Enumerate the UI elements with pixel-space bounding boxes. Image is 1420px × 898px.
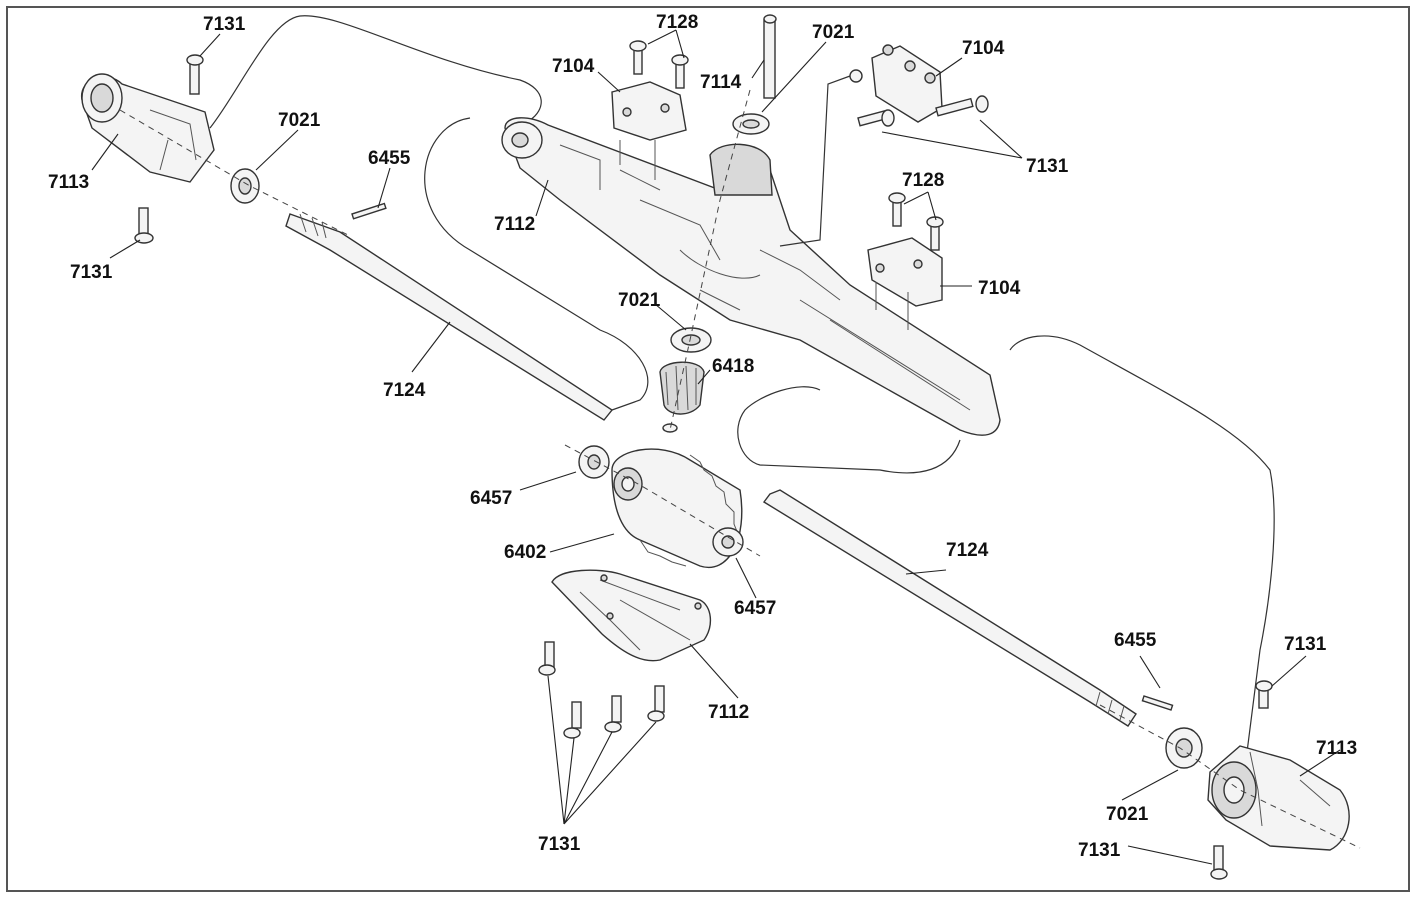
label-7124-right: 7124	[946, 540, 989, 561]
label-7104-left: 7104	[552, 56, 595, 77]
left-pin	[351, 202, 387, 220]
right-pin	[1141, 695, 1174, 711]
right-axle-hub	[1207, 745, 1350, 851]
pinion-gear	[659, 361, 705, 433]
label-7131-left-bottom: 7131	[70, 262, 113, 283]
left-axle-shaft	[285, 213, 614, 421]
label-7112-housing: 7112	[494, 214, 535, 235]
screws-7131-right-top	[849, 69, 989, 127]
left-bottom-screw	[134, 207, 154, 244]
label-7021-pinion: 7021	[618, 290, 661, 311]
label-7128-top: 7128	[656, 12, 698, 33]
label-7113-left: 7113	[48, 172, 89, 193]
label-7124-left: 7124	[383, 380, 426, 401]
label-6455-left: 6455	[368, 148, 411, 169]
label-7128-right: 7128	[902, 170, 944, 191]
right-top-screw	[1255, 680, 1273, 709]
label-7131-right-top: 7131	[1026, 156, 1069, 177]
part-labels: 7131 7113 7131 7021 6455 7104 7128 7114 …	[48, 12, 1357, 861]
pinion-bearing	[670, 327, 712, 353]
label-6402: 6402	[504, 542, 546, 563]
top-bearing	[732, 113, 770, 135]
left-bearing	[230, 168, 260, 204]
label-7131-right-top-hub: 7131	[1284, 634, 1327, 655]
label-6418: 6418	[712, 356, 754, 377]
bracket-right-top	[871, 44, 943, 123]
label-7131-cover-screws: 7131	[538, 834, 581, 855]
leader-lines	[91, 29, 1341, 865]
screws-7128-right	[888, 192, 944, 251]
label-7114: 7114	[700, 72, 742, 93]
diff-bearing-right	[712, 527, 744, 557]
right-bottom-screw	[1210, 845, 1228, 880]
diff-cover	[551, 569, 711, 662]
left-axle-hub	[81, 73, 215, 183]
label-7104-right-middle: 7104	[978, 278, 1021, 299]
label-7112-cover: 7112	[708, 702, 749, 723]
differential-ring-gear	[611, 448, 743, 569]
right-axle-shaft	[762, 489, 1137, 727]
cover-screws	[538, 641, 665, 739]
label-7131-right-bottom: 7131	[1078, 840, 1121, 861]
diff-bearing-left	[578, 445, 610, 479]
label-7113-right: 7113	[1316, 738, 1357, 759]
label-7021-top: 7021	[812, 22, 855, 43]
axle-housing	[501, 117, 1001, 436]
label-6457-right: 6457	[734, 598, 776, 619]
label-7131-left-top: 7131	[203, 14, 246, 35]
label-7104-right-top: 7104	[962, 38, 1005, 59]
pin-7114	[763, 14, 777, 99]
bracket-right-middle	[867, 237, 943, 330]
bracket-left	[611, 81, 687, 141]
left-top-screw	[186, 54, 204, 95]
label-6455-right: 6455	[1114, 630, 1157, 651]
diagram-frame	[6, 6, 1410, 892]
label-6457-left: 6457	[470, 488, 512, 509]
label-7021-right: 7021	[1106, 804, 1149, 825]
right-bearing	[1165, 727, 1203, 769]
label-7021-left: 7021	[278, 110, 321, 131]
